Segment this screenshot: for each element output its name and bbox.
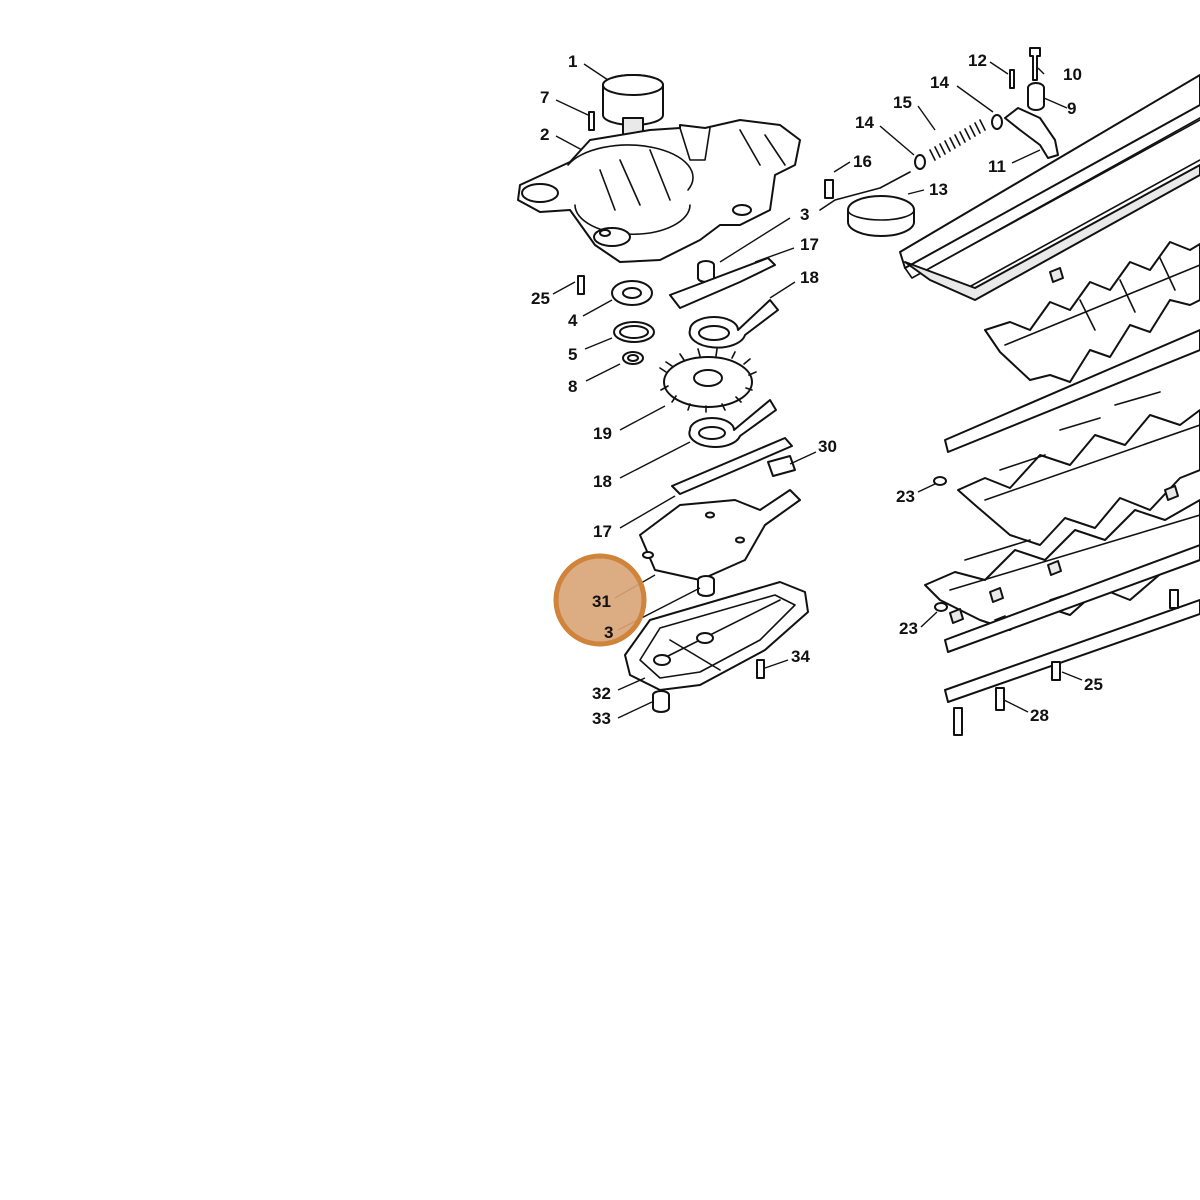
callout-17-upper: 17 (800, 235, 819, 254)
callout-33: 33 (592, 709, 611, 728)
blade-assembly (899, 74, 1200, 736)
gearbox-housing (517, 74, 801, 263)
callout-19: 19 (593, 424, 612, 443)
callout-31: 31 (592, 592, 611, 611)
callout-18-lower: 18 (593, 472, 612, 491)
callout-1: 1 (568, 52, 577, 71)
callout-14-lower: 14 (855, 113, 874, 132)
center-stack (577, 257, 809, 713)
callout-16: 16 (853, 152, 872, 171)
callout-18-upper: 18 (800, 268, 819, 287)
callout-4: 4 (568, 311, 578, 330)
callout-28: 28 (1030, 706, 1049, 725)
callout-34: 34 (791, 647, 810, 666)
callout-30: 30 (818, 437, 837, 456)
callout-9: 9 (1067, 99, 1076, 118)
callout-23-upper: 23 (896, 487, 915, 506)
callout-2: 2 (540, 125, 549, 144)
callout-17-lower: 17 (593, 522, 612, 541)
callout-23-lower: 23 (899, 619, 918, 638)
callout-32: 32 (592, 684, 611, 703)
callout-25-right: 25 (1084, 675, 1103, 694)
highlight-circle (553, 553, 647, 647)
callout-5: 5 (568, 345, 577, 364)
callout-11: 11 (988, 157, 1006, 176)
callout-13: 13 (929, 180, 948, 199)
callout-labels: 1 7 2 3 17 18 25 4 5 8 19 18 30 17 31 3 … (531, 51, 1103, 728)
callout-3-upper: 3 (800, 205, 809, 224)
callout-14-upper: 14 (930, 73, 949, 92)
lever-spring-group (819, 47, 1059, 237)
callout-15: 15 (893, 93, 912, 112)
callout-7: 7 (540, 88, 549, 107)
callout-10: 10 (1063, 65, 1082, 84)
callout-3-lower: 3 (604, 623, 613, 642)
callout-8: 8 (568, 377, 577, 396)
callout-25-left: 25 (531, 289, 550, 308)
callout-12: 12 (968, 51, 987, 70)
